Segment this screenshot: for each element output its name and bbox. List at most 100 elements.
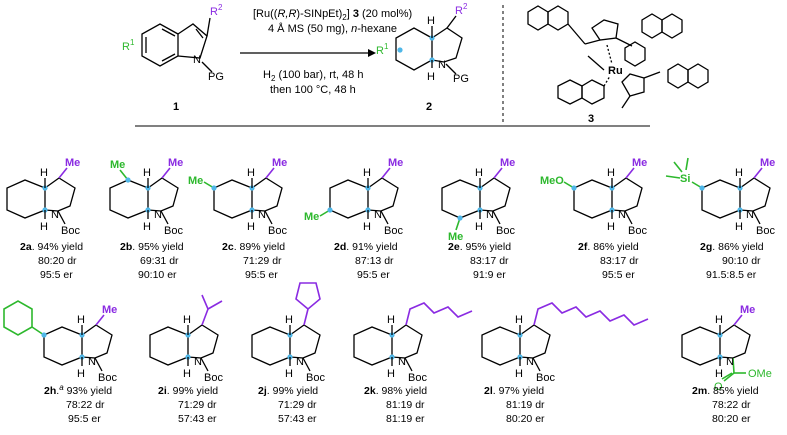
- svg-text:H: H: [387, 368, 395, 380]
- svg-text:N: N: [746, 209, 754, 221]
- svg-text:71:29 dr: 71:29 dr: [178, 399, 217, 411]
- svg-text:95:5 er: 95:5 er: [40, 269, 73, 281]
- product-2k: H H N Boc: [353, 302, 473, 384]
- svg-text:90:10 er: 90:10 er: [138, 269, 177, 281]
- stats-2l: 2l. 97% yield 81:19 dr 80:20 er: [484, 385, 545, 425]
- svg-text:H: H: [285, 314, 293, 326]
- svg-text:N: N: [51, 209, 59, 221]
- svg-text:95:5 er: 95:5 er: [357, 269, 390, 281]
- svg-text:91.5:8.5 er: 91.5:8.5 er: [706, 269, 757, 281]
- svg-text:Me: Me: [740, 304, 755, 316]
- product-2a: Me H H N Boc: [6, 157, 80, 237]
- svg-text:83:17 dr: 83:17 dr: [470, 255, 509, 267]
- svg-text:Boc: Boc: [306, 372, 325, 384]
- svg-text:2: 2: [218, 3, 223, 12]
- stats-2h: 2h.a 93% yield 78:22 dr 95:5 er: [44, 383, 112, 425]
- svg-text:2l. 97% yield: 2l. 97% yield: [484, 385, 544, 397]
- product-2i: H H N Boc: [149, 294, 223, 384]
- product-2m: Me H H N O OMe: [681, 304, 772, 393]
- svg-text:H: H: [143, 221, 151, 233]
- svg-text:Boc: Boc: [408, 372, 427, 384]
- svg-text:2a. 94% yield: 2a. 94% yield: [20, 241, 83, 253]
- stats-2b: 2b. 95% yield 69:31 dr 90:10 er: [120, 241, 184, 281]
- svg-text:R: R: [376, 45, 384, 57]
- product-2g: Si Me H H N Boc: [665, 157, 775, 237]
- svg-text:H: H: [607, 221, 615, 233]
- ru-atom: Ru: [608, 65, 623, 77]
- svg-text:H: H: [77, 314, 85, 326]
- ruthenium-catalyst-3: Ru 3: [527, 5, 709, 125]
- product-2h: Me H H N Boc: [3, 300, 117, 384]
- svg-text:95:5 er: 95:5 er: [68, 413, 101, 425]
- svg-text:H: H: [40, 167, 48, 179]
- reaction-arrow: [240, 49, 376, 57]
- svg-text:H: H: [735, 167, 743, 179]
- svg-text:2h.a 93% yield: 2h.a 93% yield: [44, 383, 112, 397]
- product-number: 2: [426, 101, 432, 113]
- product-2b: Me Me H H N Boc: [109, 157, 183, 237]
- svg-text:95:5 er: 95:5 er: [245, 269, 278, 281]
- svg-text:N: N: [526, 356, 534, 368]
- svg-text:H: H: [285, 368, 293, 380]
- svg-text:H: H: [387, 314, 395, 326]
- svg-text:R: R: [455, 5, 463, 17]
- product-2d: Me Me H H N Boc: [304, 157, 403, 237]
- stats-2d: 2d. 91% yield 87:13 dr 95:5 er: [334, 241, 398, 281]
- svg-text:N: N: [296, 356, 304, 368]
- svg-text:H: H: [515, 368, 523, 380]
- stats-2c: 2c. 89% yield 71:29 dr 95:5 er: [222, 241, 285, 281]
- product-2e: Me Me H H N Boc: [441, 157, 515, 243]
- svg-text:H: H: [40, 221, 48, 233]
- svg-text:N: N: [194, 356, 202, 368]
- catalyst-conditions: [Ru((R,R)-SINpEt)2] 3 (20 mol%): [253, 8, 412, 22]
- svg-text:Me: Me: [272, 157, 287, 169]
- svg-text:81:19 dr: 81:19 dr: [386, 399, 425, 411]
- svg-text:Me: Me: [168, 157, 183, 169]
- svg-text:78:22 dr: 78:22 dr: [712, 399, 751, 411]
- svg-text:80:20 dr: 80:20 dr: [38, 255, 77, 267]
- svg-text:87:13 dr: 87:13 dr: [355, 255, 394, 267]
- svg-text:90:10 dr: 90:10 dr: [722, 255, 761, 267]
- svg-text:71:29 dr: 71:29 dr: [278, 399, 317, 411]
- svg-text:N: N: [486, 209, 494, 221]
- svg-text:2j. 99% yield: 2j. 99% yield: [258, 385, 318, 397]
- svg-text:Me: Me: [500, 157, 515, 169]
- svg-text:Me: Me: [388, 157, 403, 169]
- svg-text:H: H: [183, 368, 191, 380]
- svg-text:H: H: [475, 167, 483, 179]
- r1-label: R: [122, 41, 130, 53]
- temperature-conditions: then 100 °C, 48 h: [270, 84, 356, 96]
- svg-text:H: H: [515, 314, 523, 326]
- svg-text:81:19 dr: 81:19 dr: [506, 399, 545, 411]
- svg-text:Me: Me: [65, 157, 80, 169]
- svg-text:N: N: [154, 209, 162, 221]
- stats-2f: 2f. 86% yield 83:17 dr 95:5 er: [578, 241, 639, 281]
- svg-text:N: N: [88, 356, 96, 368]
- stats-2e: 2e. 95% yield 83:17 dr 91:9 er: [448, 241, 511, 281]
- svg-text:Me: Me: [448, 231, 463, 243]
- stats-2a: 2a. 94% yield 80:20 dr 95:5 er: [20, 241, 83, 281]
- svg-text:2b. 95% yield: 2b. 95% yield: [120, 241, 184, 253]
- indole-n-atom: N: [193, 54, 201, 66]
- r2-label: R: [210, 6, 218, 18]
- svg-text:H: H: [247, 167, 255, 179]
- stats-2g: 2g. 86% yield 90:10 dr 91.5:8.5 er: [700, 241, 764, 281]
- svg-text:80:20 er: 80:20 er: [712, 413, 751, 425]
- stats-2j: 2j. 99% yield 71:29 dr 57:43 er: [258, 385, 318, 425]
- svg-text:80:20 er: 80:20 er: [506, 413, 545, 425]
- svg-text:Me: Me: [632, 157, 647, 169]
- svg-text:69:31 dr: 69:31 dr: [140, 255, 179, 267]
- substrate-number: 1: [173, 101, 179, 113]
- svg-text:O: O: [714, 381, 723, 393]
- svg-text:83:17 dr: 83:17 dr: [600, 255, 639, 267]
- stats-2m: 2m. 85% yield 78:22 dr 80:20 er: [692, 385, 759, 425]
- svg-text:N: N: [374, 209, 382, 221]
- svg-text:57:43 er: 57:43 er: [278, 413, 317, 425]
- svg-text:PG: PG: [453, 73, 469, 85]
- svg-text:Me: Me: [110, 159, 125, 171]
- svg-text:H: H: [183, 314, 191, 326]
- svg-text:2d. 91% yield: 2d. 91% yield: [334, 241, 398, 253]
- svg-text:H: H: [715, 368, 723, 380]
- svg-text:2k. 98% yield: 2k. 98% yield: [364, 385, 427, 397]
